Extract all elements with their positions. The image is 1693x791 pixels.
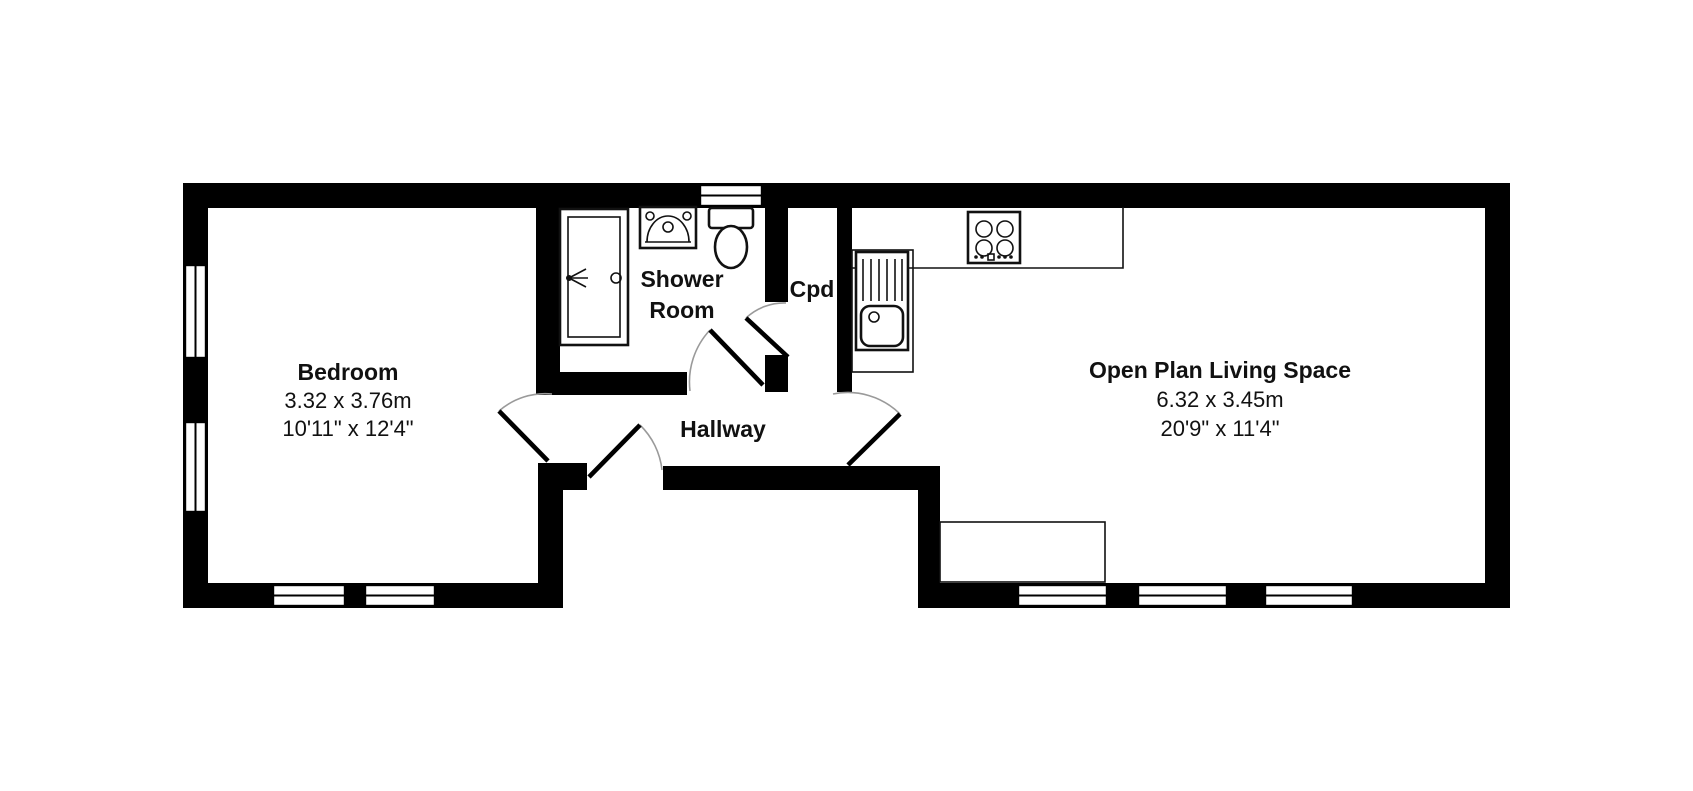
window-living-bottom-2	[1136, 583, 1229, 608]
hallway-label: Hallway	[680, 416, 766, 442]
hob-icon	[966, 210, 1022, 265]
wall-bedroom-door-nub	[538, 463, 587, 490]
wall-top	[183, 183, 1510, 208]
shower-room-label-line1: Shower	[640, 266, 723, 292]
wall-bedroom-divider-upper	[536, 208, 560, 395]
living-space-door	[832, 391, 902, 467]
shower-cubicle-icon	[558, 207, 630, 347]
living-space-label: Open Plan Living Space	[1089, 357, 1351, 383]
toilet-icon	[707, 206, 755, 270]
kitchen-sink-icon	[851, 249, 914, 373]
cupboard-door	[744, 302, 790, 359]
wash-basin-icon	[638, 205, 698, 250]
living-area-unit	[939, 521, 1106, 583]
living-space-dims-imperial: 20'9" x 11'4"	[1160, 416, 1279, 441]
window-bedroom-bottom-2	[363, 583, 437, 608]
wall-shower-bottom	[536, 372, 687, 395]
window-top-shower	[698, 183, 764, 208]
wall-cupboard-right	[837, 208, 852, 392]
cupboard-label: Cpd	[790, 276, 835, 302]
shower-room-door	[688, 328, 765, 392]
living-space-dims-metric: 6.32 x 3.45m	[1156, 387, 1283, 412]
shower-room-label-line2: Room	[649, 297, 714, 323]
wall-right	[1485, 183, 1510, 608]
bedroom-dims-metric: 3.32 x 3.76m	[284, 388, 411, 413]
wall-step-vertical	[918, 466, 940, 608]
wall-hallway-bottom	[663, 466, 940, 490]
wall-cupboard-left-upper	[765, 208, 788, 302]
wall-left	[183, 183, 208, 608]
doors	[497, 302, 902, 479]
window-bedroom-bottom-1	[271, 583, 347, 608]
window-living-bottom-1	[1016, 583, 1109, 608]
bedroom-dims-imperial: 10'11" x 12'4"	[282, 416, 413, 441]
room-labels: Bedroom 3.32 x 3.76m 10'11" x 12'4" Show…	[282, 266, 1351, 442]
window-living-bottom-3	[1263, 583, 1355, 608]
window-left-2	[183, 420, 208, 514]
kitchen-worktop	[852, 207, 1124, 269]
wall-cupboard-left-nub	[765, 355, 788, 392]
window-left-1	[183, 263, 208, 360]
bedroom-label: Bedroom	[298, 359, 399, 385]
bedroom-door	[497, 392, 553, 463]
entrance-door	[587, 423, 663, 479]
windows	[183, 183, 1355, 608]
